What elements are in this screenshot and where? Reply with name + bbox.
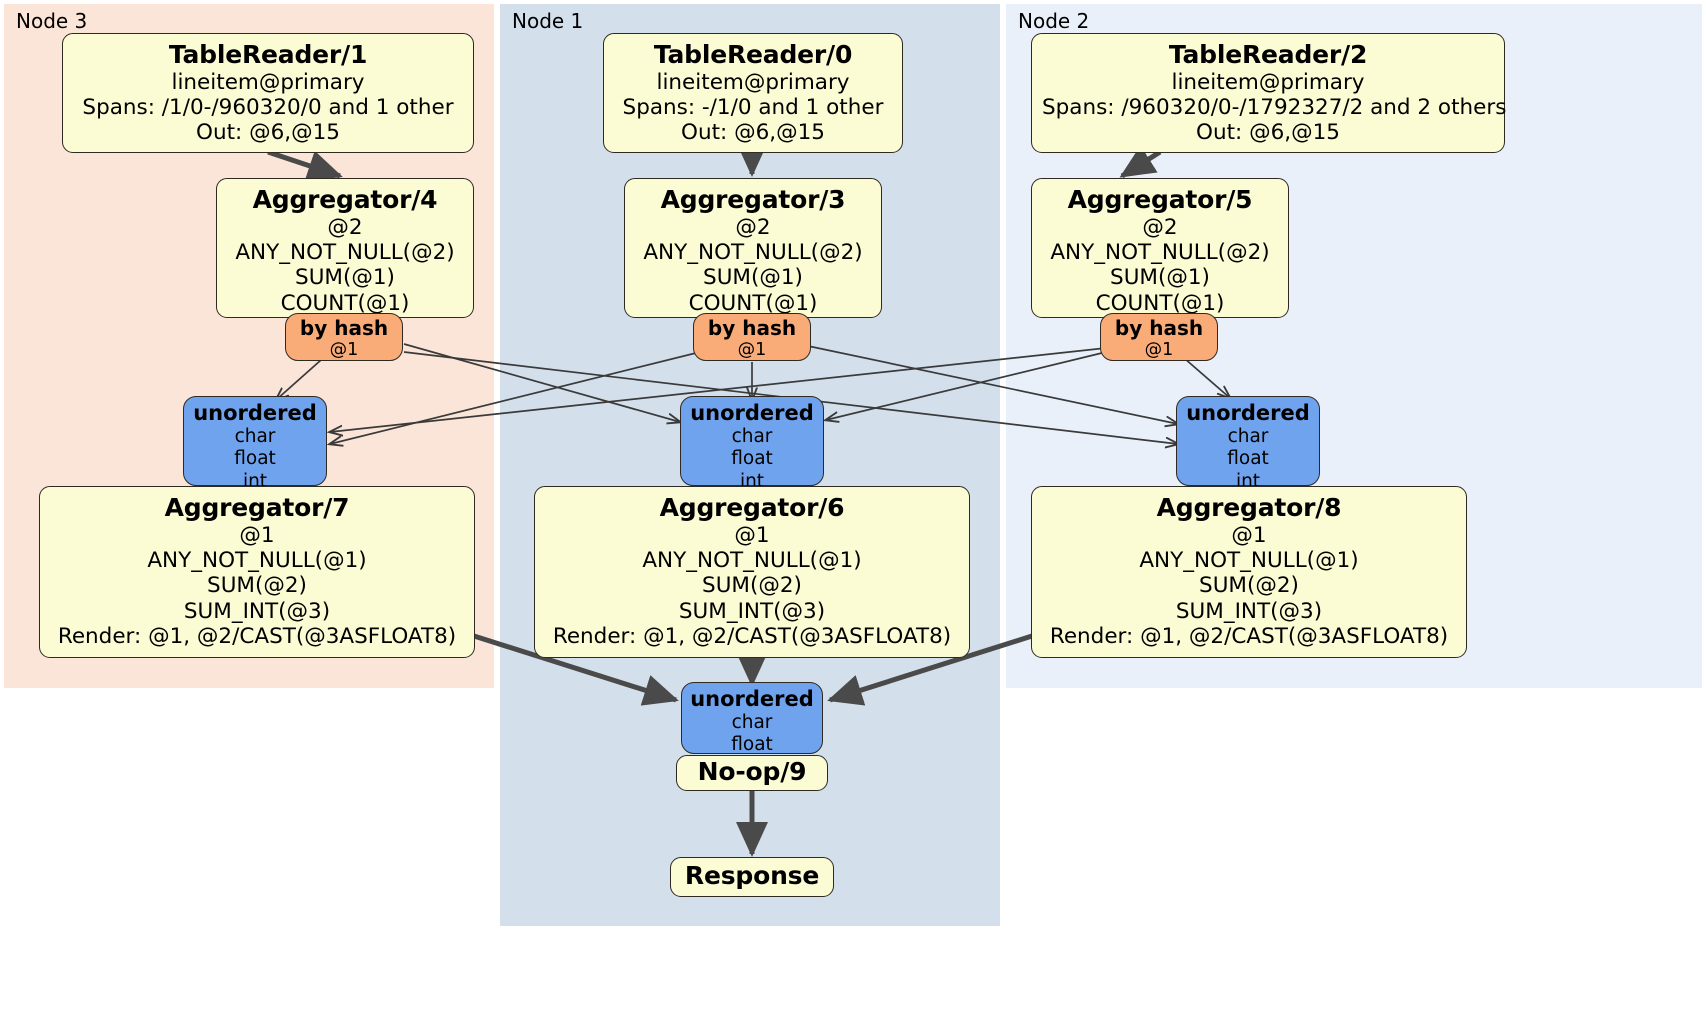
synchronizer-type-1: char — [731, 426, 773, 448]
processor-agg-2: SUM(@2) — [1199, 573, 1299, 599]
synchronizer-type-1: char — [731, 712, 773, 734]
processor-agg-3: SUM_INT(@3) — [678, 598, 826, 624]
processor-title: TableReader/1 — [168, 40, 368, 69]
processor-agg-2: SUM(@2) — [702, 573, 802, 599]
processor-agg-1: ANY_NOT_NULL(@1) — [1139, 547, 1359, 573]
synchronizer-unordered-center[interactable]: unordered char float int — [680, 396, 824, 492]
processor-render: Render: @1, @2/CAST(@3ASFLOAT8) — [552, 623, 952, 649]
processor-group-cols: @2 — [735, 214, 771, 240]
processor-agg-3: COUNT(@1) — [1095, 290, 1225, 316]
processor-agg-1: ANY_NOT_NULL(@2) — [1050, 239, 1270, 265]
processor-aggregator-6[interactable]: Aggregator/6 @1 ANY_NOT_NULL(@1) SUM(@2)… — [534, 486, 970, 658]
synchronizer-unordered-left[interactable]: unordered char float int — [183, 396, 327, 492]
processor-title: No-op/9 — [697, 757, 807, 787]
processor-agg-2: SUM(@1) — [1110, 265, 1210, 291]
processor-aggregator-3[interactable]: Aggregator/3 @2 ANY_NOT_NULL(@2) SUM(@1)… — [624, 178, 882, 318]
processor-agg-1: ANY_NOT_NULL(@2) — [235, 239, 455, 265]
processor-spans: Spans: -/1/0 and 1 other — [622, 94, 884, 120]
processor-agg-1: ANY_NOT_NULL(@1) — [147, 547, 367, 573]
processor-tablereader-1[interactable]: TableReader/1 lineitem@primary Spans: /1… — [62, 33, 474, 153]
processor-aggregator-8[interactable]: Aggregator/8 @1 ANY_NOT_NULL(@1) SUM(@2)… — [1031, 486, 1467, 658]
router-title: by hash — [1114, 316, 1204, 340]
router-title: by hash — [299, 316, 389, 340]
processor-render: Render: @1, @2/CAST(@3ASFLOAT8) — [57, 623, 457, 649]
output-response[interactable]: Response — [670, 857, 834, 897]
node-panel-label-node3: Node 3 — [16, 9, 88, 33]
node-panel-label-node1: Node 1 — [512, 9, 584, 33]
processor-table: lineitem@primary — [171, 69, 365, 95]
processor-agg-2: SUM(@1) — [295, 265, 395, 291]
synchronizer-title: unordered — [690, 687, 814, 711]
synchronizer-title: unordered — [690, 401, 814, 425]
processor-tablereader-2[interactable]: TableReader/2 lineitem@primary Spans: /9… — [1031, 33, 1507, 153]
processor-title: Aggregator/4 — [252, 185, 438, 214]
synchronizer-unordered-right[interactable]: unordered char float int — [1176, 396, 1320, 492]
synchronizer-type-1: char — [1227, 426, 1269, 448]
synchronizer-unordered-final[interactable]: unordered char float — [681, 682, 823, 756]
processor-group-cols: @1 — [734, 522, 770, 548]
processor-agg-1: ANY_NOT_NULL(@2) — [643, 239, 863, 265]
synchronizer-type-1: char — [234, 426, 276, 448]
node-panel-label-node2: Node 2 — [1018, 9, 1090, 33]
processor-tablereader-0[interactable]: TableReader/0 lineitem@primary Spans: -/… — [603, 33, 903, 153]
synchronizer-type-2: float — [731, 448, 773, 470]
processor-group-cols: @1 — [1231, 522, 1267, 548]
synchronizer-title: unordered — [1186, 401, 1310, 425]
synchronizer-type-2: float — [731, 734, 773, 756]
processor-noop-9[interactable]: No-op/9 — [676, 755, 828, 791]
processor-title: Aggregator/3 — [660, 185, 846, 214]
processor-group-cols: @2 — [327, 214, 363, 240]
processor-title: Aggregator/6 — [659, 493, 845, 522]
processor-agg-3: COUNT(@1) — [280, 290, 410, 316]
router-columns: @1 — [329, 340, 359, 361]
processor-title: Aggregator/7 — [164, 493, 350, 522]
processor-table: lineitem@primary — [1171, 69, 1365, 95]
router-by-hash-right[interactable]: by hash @1 — [1100, 313, 1218, 361]
output-title: Response — [684, 861, 820, 891]
processor-out: Out: @6,@15 — [1196, 120, 1340, 146]
processor-agg-2: SUM(@2) — [207, 573, 307, 599]
processor-aggregator-4[interactable]: Aggregator/4 @2 ANY_NOT_NULL(@2) SUM(@1)… — [216, 178, 474, 318]
processor-agg-3: SUM_INT(@3) — [183, 598, 331, 624]
processor-title: TableReader/0 — [653, 40, 853, 69]
router-by-hash-center[interactable]: by hash @1 — [693, 313, 811, 361]
processor-agg-1: ANY_NOT_NULL(@1) — [642, 547, 862, 573]
processor-agg-3: COUNT(@1) — [688, 290, 818, 316]
processor-agg-2: SUM(@1) — [703, 265, 803, 291]
processor-title: TableReader/2 — [1168, 40, 1368, 69]
synchronizer-type-2: float — [234, 448, 276, 470]
processor-group-cols: @1 — [239, 522, 275, 548]
processor-group-cols: @2 — [1142, 214, 1178, 240]
processor-out: Out: @6,@15 — [196, 120, 340, 146]
router-title: by hash — [707, 316, 797, 340]
processor-render: Render: @1, @2/CAST(@3ASFLOAT8) — [1049, 623, 1449, 649]
processor-out: Out: @6,@15 — [681, 120, 825, 146]
processor-aggregator-7[interactable]: Aggregator/7 @1 ANY_NOT_NULL(@1) SUM(@2)… — [39, 486, 475, 658]
processor-agg-3: SUM_INT(@3) — [1175, 598, 1323, 624]
synchronizer-title: unordered — [193, 401, 317, 425]
router-columns: @1 — [737, 340, 767, 361]
processor-spans: Spans: /960320/0-/1792327/2 and 2 others — [1042, 94, 1507, 120]
processor-title: Aggregator/5 — [1067, 185, 1253, 214]
router-columns: @1 — [1144, 340, 1174, 361]
router-by-hash-left[interactable]: by hash @1 — [285, 313, 403, 361]
synchronizer-type-2: float — [1227, 448, 1269, 470]
processor-aggregator-5[interactable]: Aggregator/5 @2 ANY_NOT_NULL(@2) SUM(@1)… — [1031, 178, 1289, 318]
processor-table: lineitem@primary — [656, 69, 850, 95]
processor-title: Aggregator/8 — [1156, 493, 1342, 522]
processor-spans: Spans: /1/0-/960320/0 and 1 other — [82, 94, 454, 120]
